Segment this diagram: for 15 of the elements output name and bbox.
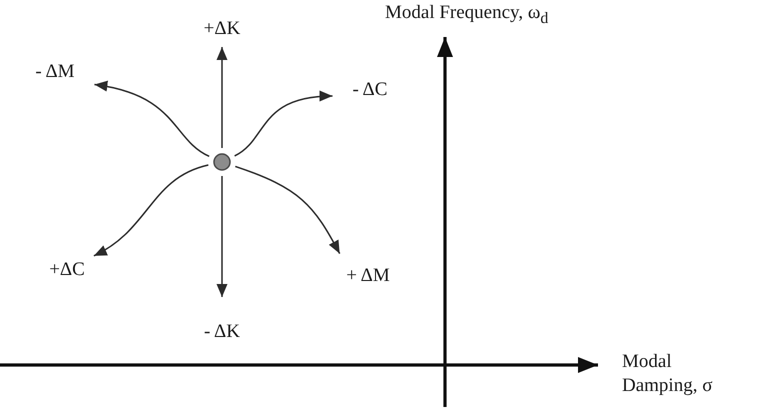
axis-title: Modal Frequency, ω$_{d}$ [385,1,548,29]
parameter-label: + ΔM [346,266,390,286]
curved-arrow [94,164,209,256]
dot-icon [213,153,231,171]
arrow [216,47,228,148]
parameter-label: - ΔC [352,80,388,100]
parameter-label: - ΔK [204,322,240,342]
parameter-label: +ΔC [49,260,85,280]
parameter-label: - ΔM [35,62,75,82]
curved-arrow [234,91,333,157]
arrow [216,176,228,297]
curved-arrow [94,81,210,158]
parameter-label: +ΔK [204,19,240,39]
curved-arrow [235,166,340,254]
axis-title: Modal Damping, σ [622,350,714,398]
